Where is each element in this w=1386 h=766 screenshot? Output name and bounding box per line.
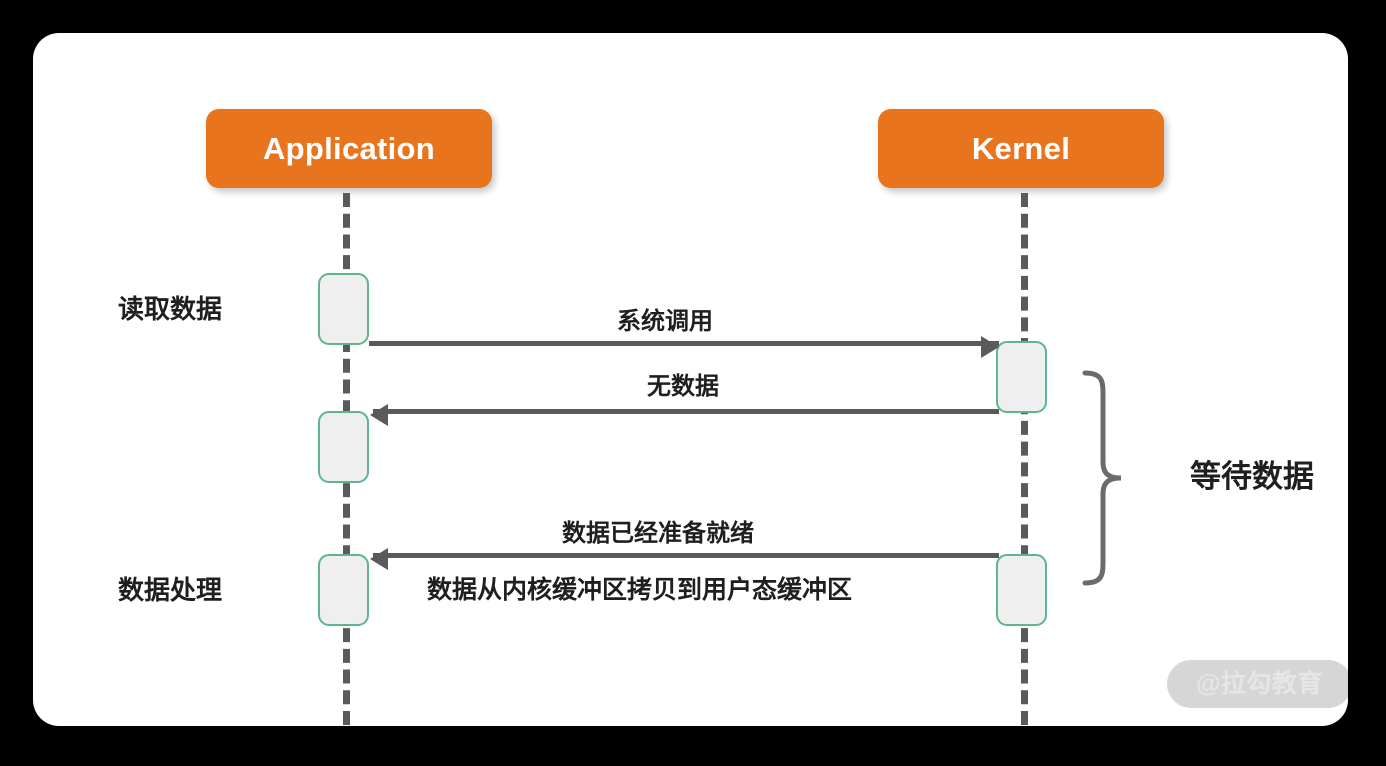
- message-arrow-data-ready: [373, 553, 999, 558]
- participant-kernel[interactable]: Kernel: [878, 109, 1164, 188]
- activation-bar-kernel-2: [996, 554, 1047, 626]
- curly-brace-icon: [1082, 370, 1122, 586]
- participant-application-label: Application: [262, 131, 436, 166]
- message-label-system-call: 系统调用: [617, 308, 713, 335]
- activation-bar-application-1: [318, 273, 369, 345]
- lifeline-kernel: [1021, 193, 1028, 725]
- message-arrow-system-call: [369, 341, 999, 346]
- message-label-copy-to-user-buffer: 数据从内核缓冲区拷贝到用户态缓冲区: [427, 576, 853, 604]
- activation-bar-application-2: [318, 411, 369, 483]
- arrow-head-left-icon: [370, 404, 388, 426]
- message-arrow-no-data: [373, 409, 999, 414]
- activation-bar-application-3: [318, 554, 369, 626]
- participant-kernel-label: Kernel: [971, 131, 1071, 166]
- watermark-text: @拉勾教育: [1196, 669, 1323, 698]
- phase-label-read-data: 读取数据: [118, 294, 223, 324]
- message-label-data-ready: 数据已经准备就绪: [562, 520, 754, 547]
- watermark: @拉勾教育: [1167, 660, 1348, 708]
- phase-label-data-processing: 数据处理: [118, 575, 223, 605]
- annotation-label-wait-for-data: 等待数据: [1190, 459, 1314, 494]
- activation-bar-kernel-1: [996, 341, 1047, 413]
- participant-application[interactable]: Application: [206, 109, 492, 188]
- message-label-no-data: 无数据: [647, 373, 719, 400]
- arrow-head-right-icon: [981, 336, 999, 358]
- diagram-card: Application Kernel 系统调用 无数据 数据已经准备就绪 数据从…: [33, 33, 1348, 726]
- arrow-head-left-icon: [370, 548, 388, 570]
